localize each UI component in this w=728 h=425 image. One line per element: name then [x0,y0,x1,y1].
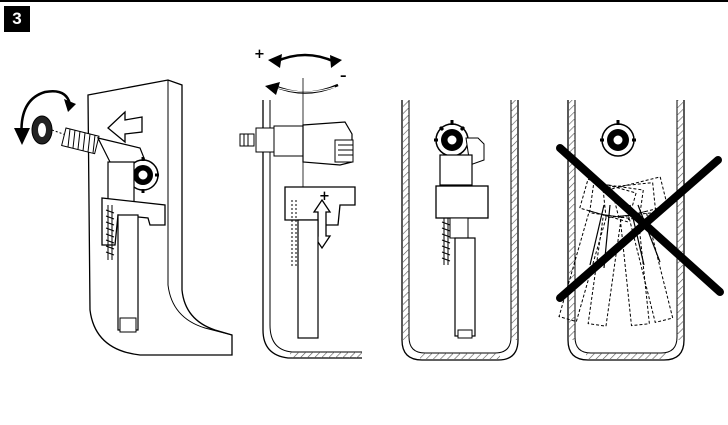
minus-label: – [340,69,347,84]
panel-incorrect [556,100,724,361]
inlet-fitting-icon [239,125,305,157]
valve-head-icon [434,120,470,157]
panel-correct [401,100,519,361]
valve-head-icon [600,120,636,157]
plus-label: + [254,47,265,62]
height-plus-label: + [319,189,330,204]
panel-height-adjust: + – + – [239,47,362,359]
lock-nut-icon [31,115,53,145]
rotation-adjust-icon [265,53,342,95]
threaded-inlet-icon [51,127,100,155]
top-rule [0,0,728,2]
cross-out-icon [556,144,724,302]
step-number-badge: 3 [4,6,30,32]
valve-head-icon [127,157,159,193]
rotate-arrow-icon [14,90,76,145]
panel-install [14,79,233,356]
push-arrow-icon [107,110,143,144]
